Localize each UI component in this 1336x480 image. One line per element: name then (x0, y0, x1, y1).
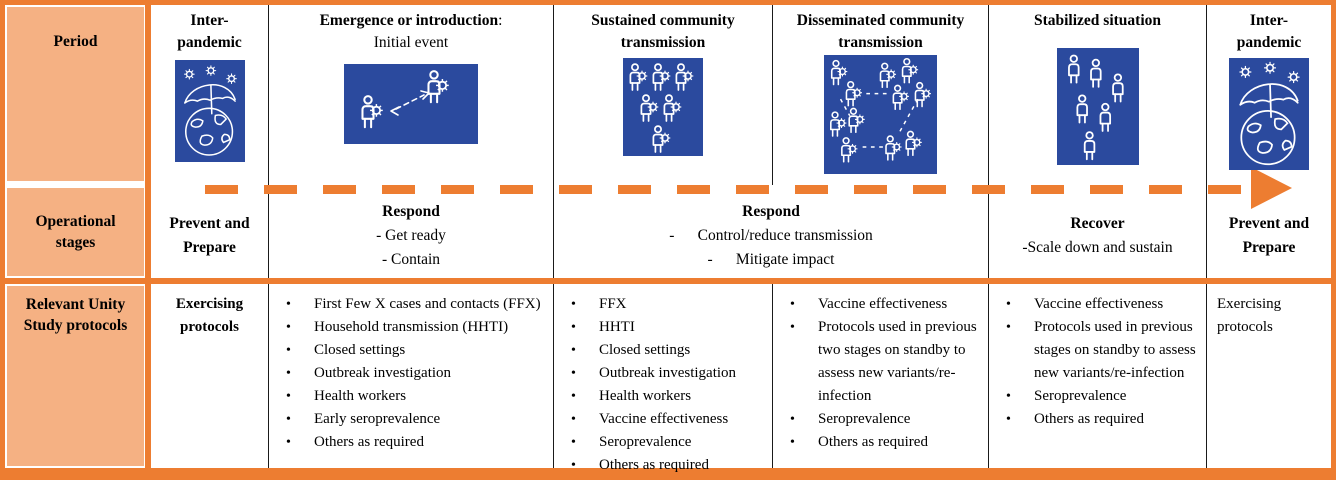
protocol-list: •Vaccine effectiveness •Protocols used i… (989, 293, 1206, 431)
frame-border-left (0, 0, 5, 480)
list-item: •Early seroprevalence (269, 408, 553, 431)
list-item: •HHTI (554, 316, 772, 339)
protocol-cell-disseminated: •Vaccine effectiveness •Protocols used i… (773, 286, 988, 466)
list-item: •Seroprevalence (554, 431, 772, 454)
column-divider (268, 5, 269, 468)
bullet-icon: • (571, 320, 576, 335)
list-item: •Vaccine effectiveness (554, 408, 772, 431)
bullet-icon: • (790, 435, 795, 450)
protocol-cell-exercising-start: Exercising protocols (175, 296, 244, 335)
bullet-icon: • (571, 458, 576, 473)
infected-people-group-icon (623, 58, 703, 156)
bullet-icon: • (790, 320, 795, 335)
list-item: •Vaccine effectiveness (773, 293, 988, 316)
period-cell-sustained: Sustained community transmission (554, 5, 772, 184)
row-label-protocols: Relevant Unity Study protocols (7, 286, 144, 466)
period-title: Disseminated community transmission (796, 12, 965, 51)
list-item: •First Few X cases and contacts (FFX) (269, 293, 553, 316)
bullet-icon: • (286, 297, 291, 312)
list-item: •Protocols used in previous two stages o… (773, 316, 988, 408)
list-item: •Health workers (554, 385, 772, 408)
protocol-list: •Vaccine effectiveness •Protocols used i… (773, 293, 988, 454)
list-item: •Others as required (773, 431, 988, 454)
column-divider (772, 5, 773, 185)
list-item: •Household transmission (HHTI) (269, 316, 553, 339)
protocol-cell-emergence: •First Few X cases and contacts (FFX) •H… (269, 286, 553, 466)
list-item: •Vaccine effectiveness (989, 293, 1206, 316)
period-cell-stabilized: Stabilized situation (989, 5, 1206, 184)
list-item: •Others as required (989, 408, 1206, 431)
bullet-icon: • (571, 389, 576, 404)
list-item: •Outbreak investigation (269, 362, 553, 385)
stage-cell-recover: Recover -Scale down and sustain (1022, 215, 1173, 256)
row-label-protocols-text: Relevant Unity Study protocols (23, 296, 128, 334)
row-label-operational-stages: Operational stages (7, 188, 144, 276)
bullet-icon: • (286, 412, 291, 427)
frame-border-right (1331, 0, 1336, 480)
list-item: •Closed settings (554, 339, 772, 362)
list-item: •Others as required (269, 431, 553, 454)
timeline-dashed-arrow (205, 185, 1251, 194)
protocol-cell-sustained: •FFX •HHTI •Closed settings •Outbreak in… (554, 286, 772, 473)
period-title: Stabilized situation (1033, 12, 1162, 29)
bullet-icon: • (571, 343, 576, 358)
protocol-list: •FFX •HHTI •Closed settings •Outbreak in… (554, 293, 772, 477)
bullet-icon: • (571, 435, 576, 450)
bullet-icon: • (1006, 320, 1011, 335)
timeline-arrowhead-icon (1251, 167, 1292, 209)
period-title: Emergence or introduction: Initial event (319, 12, 503, 51)
bullet-icon: • (1006, 412, 1011, 427)
frame-border-bottom (0, 468, 1336, 480)
frame-border-top (0, 0, 1336, 5)
column-divider (553, 5, 554, 468)
person-to-person-transmission-icon (344, 64, 478, 144)
bullet-icon: • (286, 343, 291, 358)
bullet-icon: • (571, 412, 576, 427)
period-cell-interpandemic-start: Inter- pandemic (151, 5, 268, 184)
protocol-cell-stabilized: •Vaccine effectiveness •Protocols used i… (989, 286, 1206, 466)
row-label-operational-stages-text: Operational stages (35, 213, 116, 251)
umbrella-globe-icon (174, 60, 245, 162)
list-item: •Seroprevalence (773, 408, 988, 431)
bullet-icon: • (571, 297, 576, 312)
list-item: •Others as required (554, 454, 772, 477)
bullet-icon: • (286, 366, 291, 381)
bullet-icon: • (286, 435, 291, 450)
protocol-cell-exercising-end: Exercising protocols (1217, 296, 1282, 335)
column-divider (1206, 5, 1207, 468)
list-item: •Health workers (269, 385, 553, 408)
bullet-icon: • (286, 389, 291, 404)
list-item: •Seroprevalence (989, 385, 1206, 408)
bullet-icon: • (1006, 297, 1011, 312)
stage-cell-prevent-prepare-end: Prevent and Prepare (1228, 215, 1310, 256)
list-item: •FFX (554, 293, 772, 316)
bullet-icon: • (286, 320, 291, 335)
row-separator (0, 278, 1336, 284)
bullet-icon: • (1006, 389, 1011, 404)
row-label-period-text: Period (53, 33, 98, 50)
stage-cell-respond-initial: Respond - Get ready - Contain (376, 203, 446, 268)
period-cell-disseminated: Disseminated community transmission (773, 5, 988, 184)
label-column-divider (145, 5, 151, 468)
period-cell-emergence: Emergence or introduction: Initial event (269, 5, 553, 184)
bullet-icon: • (571, 366, 576, 381)
people-group-icon (1056, 48, 1139, 165)
bullet-icon: • (790, 297, 795, 312)
list-item: •Outbreak investigation (554, 362, 772, 385)
column-divider (772, 284, 773, 468)
column-divider (988, 5, 989, 468)
period-title: Inter- pandemic (1236, 12, 1302, 51)
infected-clusters-network-icon (824, 55, 937, 174)
bullet-icon: • (790, 412, 795, 427)
protocol-list: •First Few X cases and contacts (FFX) •H… (269, 293, 553, 454)
umbrella-globe-icon (1229, 58, 1309, 170)
period-title: Inter- pandemic (177, 12, 242, 51)
period-title: Sustained community transmission (591, 12, 735, 51)
row-label-period: Period (7, 7, 144, 181)
list-item: •Closed settings (269, 339, 553, 362)
stage-cell-prevent-prepare-start: Prevent and Prepare (169, 215, 250, 256)
list-item: •Protocols used in previous stages on st… (989, 316, 1206, 385)
stage-cell-respond-community: Respond - Control/reduce transmission - … (669, 203, 873, 268)
period-cell-interpandemic-end: Inter- pandemic (1207, 5, 1331, 184)
